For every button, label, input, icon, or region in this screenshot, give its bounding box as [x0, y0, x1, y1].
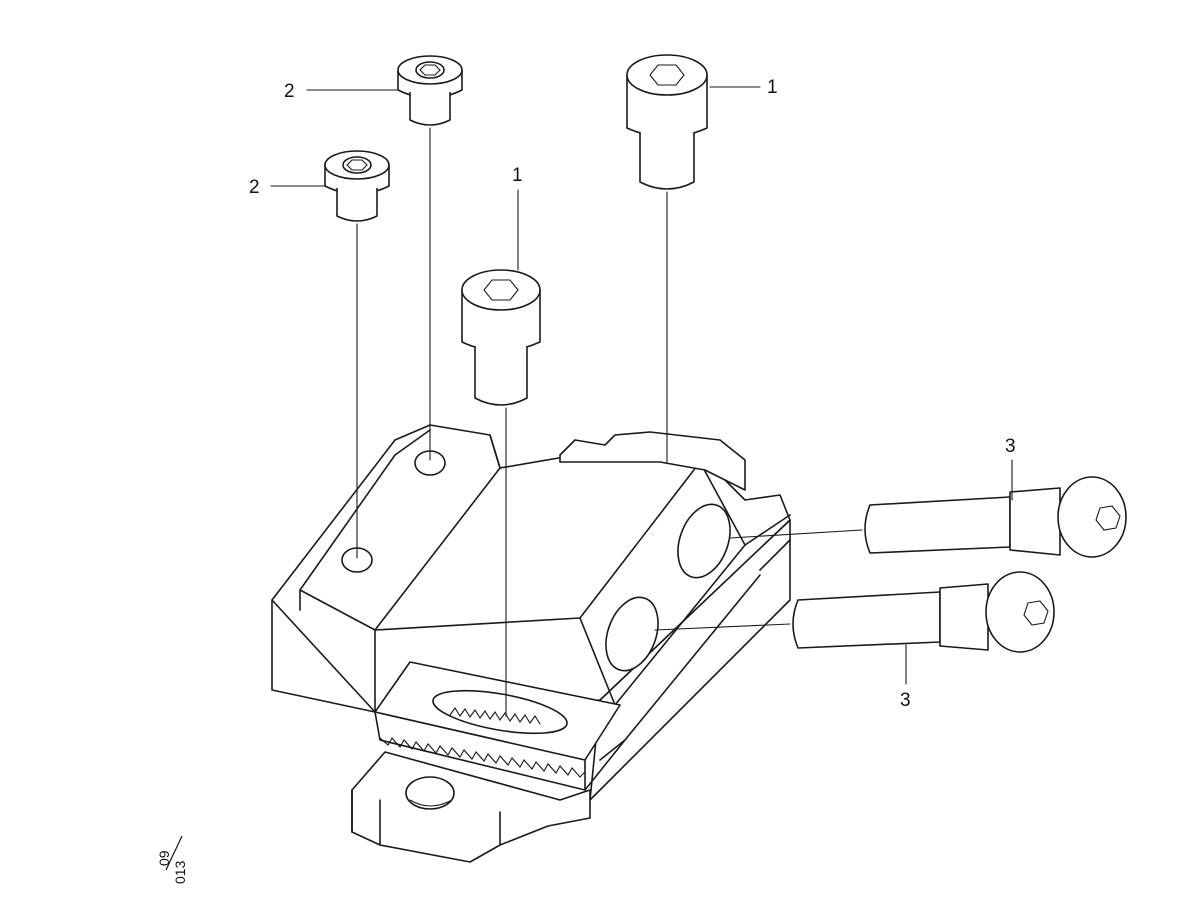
screw-1-center: [461, 269, 541, 717]
callout-3-lower-label: 3: [900, 690, 911, 711]
callout-2-left-label: 2: [249, 177, 260, 198]
screw-1-upper-right: [626, 54, 708, 463]
jaw-slot: [432, 689, 568, 735]
callout-2-top-label: 2: [284, 81, 295, 102]
callout-1-center-label: 1: [512, 165, 523, 186]
leader-lines: [270, 86, 1013, 685]
screw-3-upper: [729, 476, 1127, 558]
drawing-reference-code: 09 013: [150, 820, 210, 884]
callout-1-upper-right-label: 1: [767, 77, 778, 98]
screw-2-left: [324, 150, 390, 559]
main-body-block: [271, 424, 791, 801]
screw-3-lower: [654, 571, 1055, 653]
base-flange: [351, 751, 591, 863]
screw-2-top: [397, 55, 463, 461]
flange-hole: [405, 776, 455, 810]
wedge-hole-lower: [605, 596, 659, 672]
reference-code-slash: [165, 835, 183, 871]
wedge-hole-upper: [677, 503, 731, 579]
callout-3-upper-label: 3: [1005, 436, 1016, 457]
